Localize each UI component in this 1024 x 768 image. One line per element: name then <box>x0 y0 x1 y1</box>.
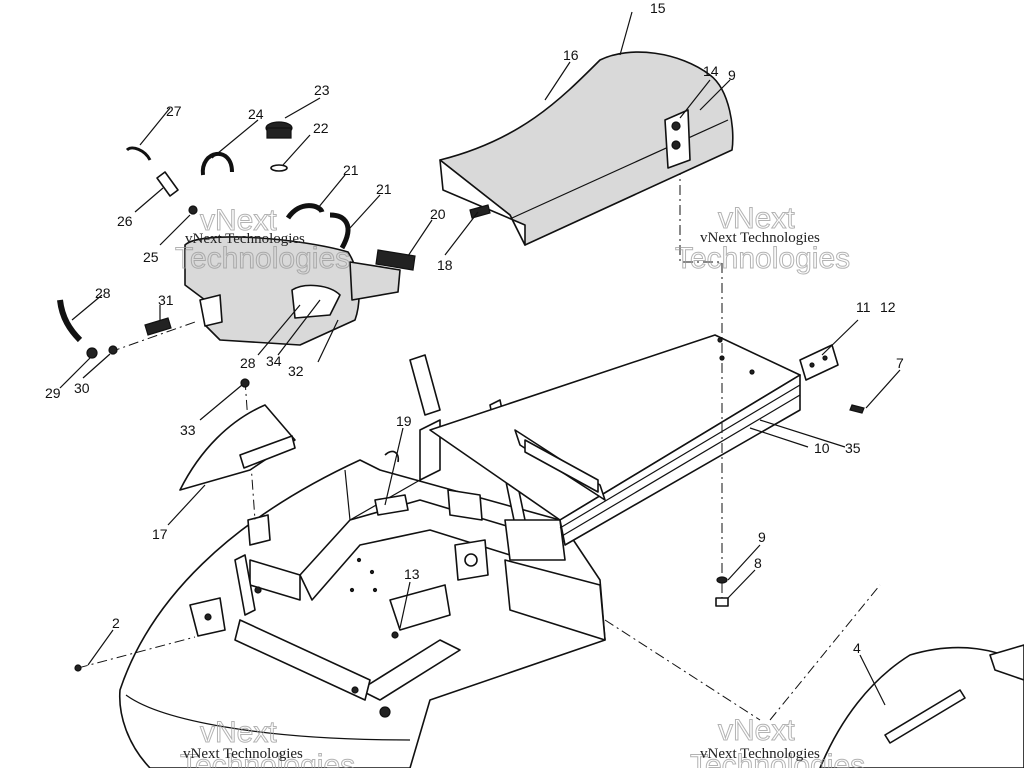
hose-28 <box>57 299 118 359</box>
leader-lines <box>59 11 901 706</box>
callout-17: 17 <box>152 526 168 542</box>
watermark-big: vNext <box>718 202 795 235</box>
callout-19: 19 <box>396 413 412 429</box>
watermark-small: vNext Technologies <box>185 231 305 247</box>
callout-22: 22 <box>313 120 329 136</box>
watermark-big: Technologies <box>690 749 865 768</box>
bracket-19 <box>374 450 409 516</box>
bolt-7 <box>849 404 865 414</box>
callout-10: 10 <box>814 440 830 456</box>
tunnel <box>429 334 801 546</box>
assembly-lines <box>77 165 881 721</box>
heat-shield-17 <box>179 378 296 491</box>
callout-29: 29 <box>45 385 61 401</box>
callout-9: 9 <box>728 67 736 83</box>
callout-26: 26 <box>117 213 133 229</box>
vent-hose-24 <box>200 152 234 176</box>
callout-28: 28 <box>95 285 111 301</box>
watermark-big: Technologies <box>175 242 350 275</box>
callout-34: 34 <box>266 353 282 369</box>
callout-28-second: 28 <box>240 355 256 371</box>
seat-assembly <box>439 51 734 246</box>
callout-35: 35 <box>845 440 861 456</box>
callout-14: 14 <box>703 63 719 79</box>
callout-25: 25 <box>143 249 159 265</box>
callout-31: 31 <box>158 292 174 308</box>
watermark-big: vNext <box>200 716 277 749</box>
fuel-cap <box>265 121 293 172</box>
watermark-2: vNext Technologies vNext Technologies <box>675 202 851 276</box>
hood-part-4 <box>819 644 1024 768</box>
watermark-small: vNext Technologies <box>700 230 820 246</box>
callout-30: 30 <box>74 380 90 396</box>
callout-21-second: 21 <box>376 181 392 197</box>
callout-21: 21 <box>343 162 359 178</box>
callout-20: 20 <box>430 206 446 222</box>
callout-27: 27 <box>166 103 182 119</box>
callout-16: 16 <box>563 47 579 63</box>
watermark-small: vNext Technologies <box>183 746 303 762</box>
watermark-big: Technologies <box>180 749 355 768</box>
watermark-big: vNext <box>200 204 277 237</box>
watermark-big: vNext <box>718 714 795 747</box>
watermark-3: vNext Technologies vNext Technologies <box>180 716 356 768</box>
callout-24: 24 <box>248 106 264 122</box>
fuel-line-21 <box>285 203 351 250</box>
watermark-4: vNext Technologies vNext Technologies <box>690 714 866 768</box>
bracket-11-12 <box>799 344 839 381</box>
callout-15: 15 <box>650 0 666 16</box>
callout-18: 18 <box>437 257 453 273</box>
fuel-tank <box>184 236 416 346</box>
callout-13: 13 <box>404 566 420 582</box>
callout-2: 2 <box>112 615 120 631</box>
callout-23: 23 <box>314 82 330 98</box>
callout-7: 7 <box>896 355 904 371</box>
callout-9-lower: 9 <box>758 529 766 545</box>
watermark-big: Technologies <box>675 242 850 275</box>
fuel-filter-26 <box>125 146 198 215</box>
watermark-small: vNext Technologies <box>700 746 820 762</box>
callout-4: 4 <box>853 640 861 656</box>
nut-8-9 <box>715 576 729 607</box>
watermark-1: vNext Technologies vNext Technologies <box>175 204 351 276</box>
callout-11: 11 <box>856 299 871 315</box>
callout-32: 32 <box>288 363 304 379</box>
callout-labels: 15 16 14 9 11 12 7 10 35 9 8 4 27 24 23 … <box>45 0 904 656</box>
fitting-31 <box>144 317 172 336</box>
bolt-2 <box>74 664 82 672</box>
callout-33: 33 <box>180 422 196 438</box>
callout-8: 8 <box>754 555 762 571</box>
callout-12: 12 <box>880 299 896 315</box>
